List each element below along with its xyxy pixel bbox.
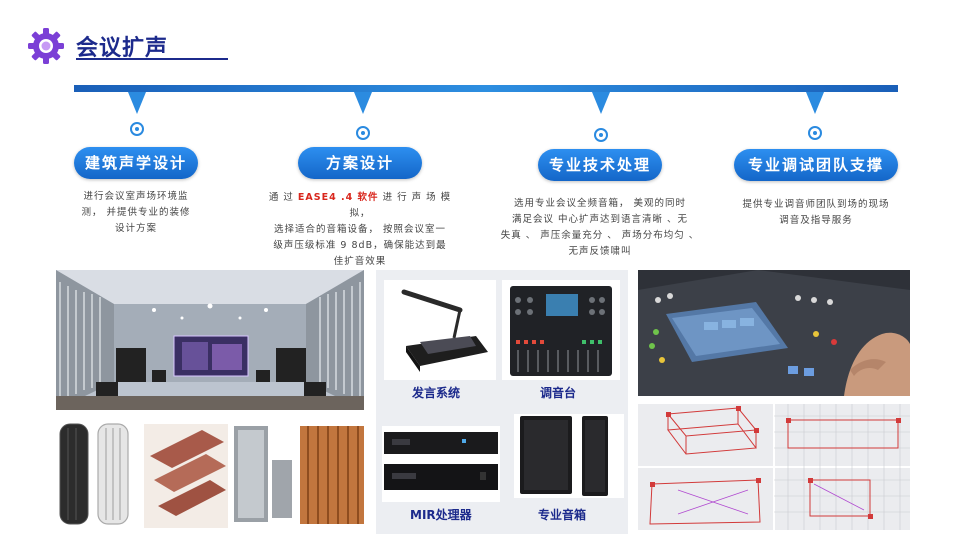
pro-speakers-image (514, 414, 624, 498)
mixing-desk-photo (638, 270, 910, 396)
step-scheme-design[interactable]: 方案设计 (298, 147, 422, 179)
timeline-node (808, 126, 822, 140)
page-title: 会议扩声 (76, 36, 169, 61)
software-highlight: EASE4 .4 软件 (297, 192, 379, 203)
timeline-bar (74, 85, 898, 92)
caption-pro-speakers: 专业音箱 (538, 508, 587, 522)
caption-speech-system: 发言系统 (412, 386, 461, 400)
conference-microphone-image (384, 280, 496, 380)
caption-mir-processor: MIR处理器 (410, 508, 472, 522)
timeline-pointer (128, 92, 146, 114)
mir-processor-image (382, 426, 500, 502)
acoustic-simulation-image (638, 404, 910, 530)
step-3-description: 选用专业会议全频音箱， 美观的同时 满足会议 中心扩声达到语言清晰 、无 失真 … (500, 198, 700, 257)
step-4-description: 提供专业调音师团队到场的现场 调音及指导服务 (742, 199, 890, 226)
timeline-pointer (354, 92, 372, 114)
timeline-node (594, 128, 608, 142)
caption-mixer: 调音台 (540, 386, 577, 400)
gear-icon (28, 28, 64, 64)
conference-hall-photo (56, 270, 364, 410)
step-debugging-team-support[interactable]: 专业调试团队支撑 (734, 149, 898, 181)
timeline-pointer (592, 92, 610, 114)
equipment-panel: 发言系统 调音台 MIR处理器 专业音箱 (376, 270, 628, 534)
step-1-description: 进行会议室声场环境监 测， 并提供专业的装修 设计方案 (81, 191, 191, 234)
acoustic-materials-photo (56, 420, 364, 530)
title-underline (76, 58, 228, 60)
step-2-description: 通 过 EASE4 .4 软件 进 行 声 场 模 拟， 选择适合的音箱设备， … (268, 192, 452, 267)
mixing-console-image (502, 280, 620, 380)
step-technical-processing[interactable]: 专业技术处理 (538, 149, 662, 181)
timeline-pointer (806, 92, 824, 114)
timeline-node (130, 122, 144, 136)
timeline-node (356, 126, 370, 140)
step-architectural-acoustic-design[interactable]: 建筑声学设计 (74, 147, 198, 179)
